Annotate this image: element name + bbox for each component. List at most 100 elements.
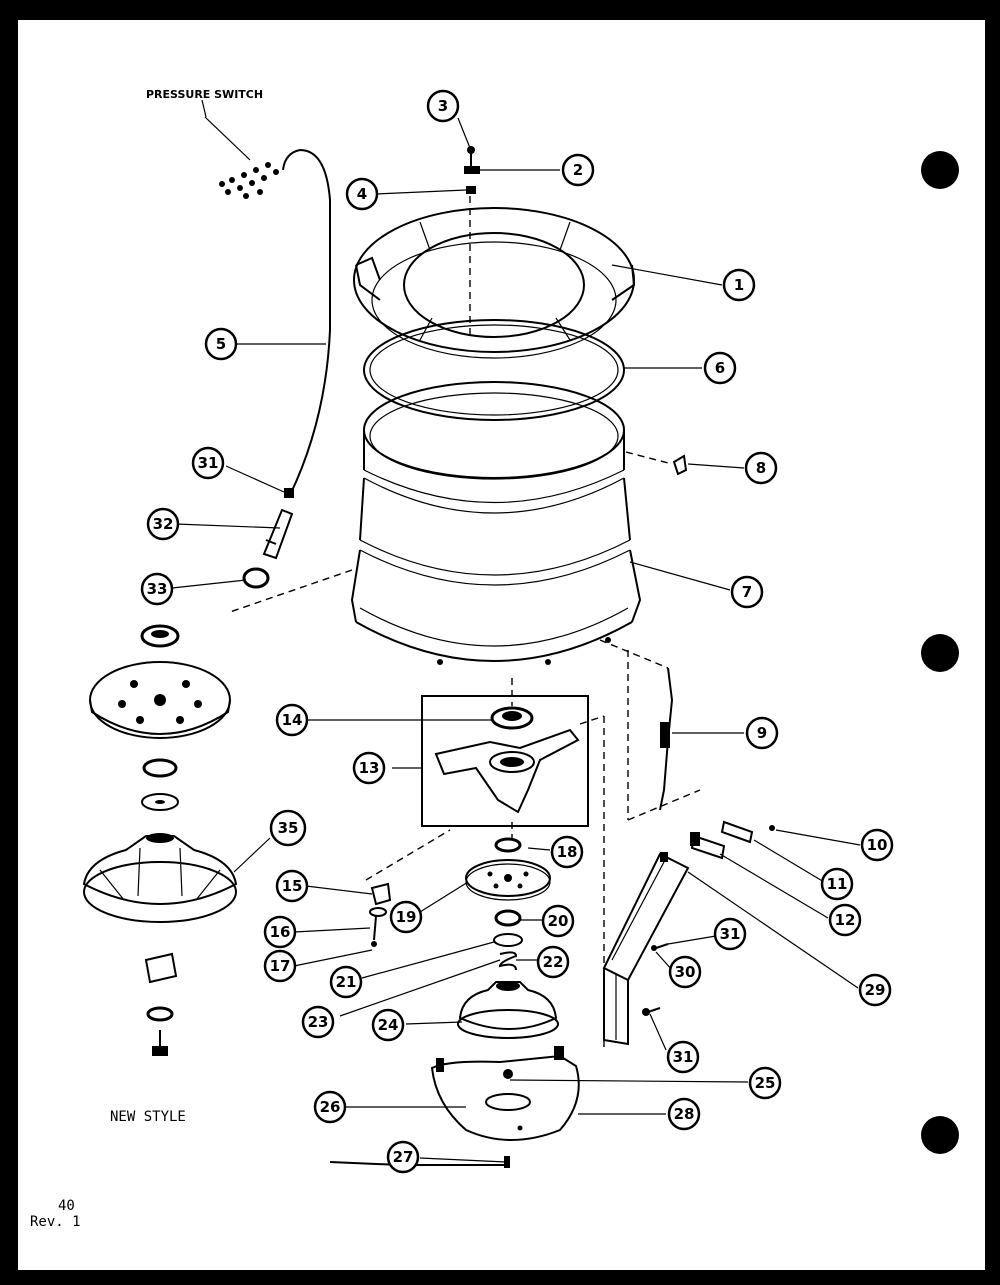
svg-text:4: 4: [357, 185, 367, 203]
tub-ring: [353, 207, 636, 359]
callout-5[interactable]: 5: [204, 327, 238, 361]
svg-text:7: 7: [742, 583, 752, 601]
callout-35[interactable]: 35: [269, 809, 307, 847]
svg-text:9: 9: [757, 724, 767, 742]
svg-text:5: 5: [216, 335, 226, 353]
svg-text:2: 2: [573, 161, 583, 179]
svg-text:26: 26: [320, 1098, 341, 1116]
callout-15[interactable]: 15: [275, 869, 309, 903]
callout-21[interactable]: 21: [329, 965, 363, 999]
svg-text:14: 14: [282, 711, 303, 729]
svg-text:3: 3: [438, 97, 448, 115]
svg-text:19: 19: [396, 908, 417, 926]
leader-lines: [171, 99, 861, 1163]
callout-24[interactable]: 24: [371, 1008, 405, 1042]
callout-19[interactable]: 19: [389, 900, 423, 934]
binder-holes: [921, 151, 959, 1154]
binder-hole-top: [921, 151, 959, 189]
svg-text:10: 10: [867, 836, 888, 854]
callout-7[interactable]: 7: [730, 575, 764, 609]
grommet: [242, 567, 270, 589]
svg-text:18: 18: [557, 843, 578, 861]
new-style-parts: [82, 624, 238, 1056]
callout-10[interactable]: 10: [860, 828, 894, 862]
svg-text:35: 35: [278, 819, 299, 837]
top-hardware: [464, 146, 480, 194]
callout-33[interactable]: 32: [146, 507, 180, 541]
callouts: 3 2 4 1 5 6 8 31 32 33 7 14 9 13 35 10 1…: [140, 89, 894, 1174]
svg-text:22: 22: [543, 953, 564, 971]
svg-text:15: 15: [282, 877, 303, 895]
svg-text:24: 24: [378, 1016, 399, 1034]
spring: [498, 951, 518, 971]
callout-22[interactable]: 22: [536, 945, 570, 979]
tub-clip: [672, 454, 688, 476]
callout-25[interactable]: 25: [748, 1066, 782, 1100]
svg-text:17: 17: [270, 957, 291, 975]
hose-clamp: [284, 488, 294, 498]
outer-tub: [350, 381, 642, 665]
svg-text:31: 31: [720, 925, 741, 943]
svg-text:30: 30: [675, 963, 696, 981]
svg-text:31: 31: [198, 454, 219, 472]
pulley: [465, 859, 551, 901]
retaining-ring: [493, 933, 523, 947]
callout-20[interactable]: 20: [541, 904, 575, 938]
callout-23[interactable]: 23: [301, 1005, 335, 1039]
callout-11[interactable]: 11: [820, 867, 854, 901]
revision-label: Rev. 1: [30, 1214, 81, 1230]
callout-30[interactable]: 30: [668, 955, 702, 989]
callout-17[interactable]: 17: [263, 949, 297, 983]
callout-9[interactable]: 9: [745, 716, 779, 750]
svg-text:33: 33: [147, 580, 168, 598]
binder-hole-bottom: [921, 1116, 959, 1154]
tub-seal: [363, 319, 625, 421]
gear-case: [457, 981, 559, 1039]
callout-31-upper[interactable]: 31: [713, 917, 747, 951]
callout-8[interactable]: 8: [744, 451, 778, 485]
callout-28[interactable]: 28: [667, 1097, 701, 1131]
air-dome: [262, 508, 294, 560]
svg-text:28: 28: [674, 1105, 695, 1123]
callout-34[interactable]: 33: [140, 572, 174, 606]
callout-29[interactable]: 29: [858, 973, 892, 1007]
svg-text:12: 12: [835, 911, 856, 929]
callout-1[interactable]: 1: [722, 268, 756, 302]
svg-text:20: 20: [548, 912, 569, 930]
svg-text:8: 8: [756, 459, 766, 477]
svg-text:6: 6: [715, 359, 725, 377]
callout-26[interactable]: 26: [313, 1090, 347, 1124]
callout-4[interactable]: 4: [345, 177, 379, 211]
base-assembly: [430, 1046, 580, 1141]
callout-2[interactable]: 2: [561, 153, 595, 187]
svg-text:23: 23: [308, 1013, 329, 1031]
parts-artwork: [82, 116, 775, 1168]
callout-13[interactable]: 13: [352, 751, 386, 785]
washer: [494, 909, 522, 927]
new-style-label: NEW STYLE: [110, 1109, 186, 1125]
svg-text:29: 29: [865, 981, 886, 999]
callout-32[interactable]: 31: [191, 446, 225, 480]
callout-3[interactable]: 3: [426, 89, 460, 123]
callout-16[interactable]: 16: [263, 915, 297, 949]
callout-27[interactable]: 27: [386, 1140, 420, 1174]
hose-clamp-assembly: [365, 829, 451, 947]
binder-hole-middle: [921, 634, 959, 672]
callout-18[interactable]: 18: [550, 835, 584, 869]
bracket-upper: [720, 820, 754, 844]
mounting-plate-box: [421, 695, 589, 827]
callout-31-lower[interactable]: 31: [666, 1040, 700, 1074]
svg-text:32: 32: [153, 515, 174, 533]
svg-text:1: 1: [734, 276, 744, 294]
page-number: 40: [58, 1198, 75, 1214]
svg-text:31: 31: [673, 1048, 694, 1066]
svg-text:11: 11: [827, 875, 848, 893]
callout-14[interactable]: 14: [275, 703, 309, 737]
svg-text:13: 13: [359, 759, 380, 777]
pressure-hose: [282, 149, 331, 496]
callout-12[interactable]: 12: [828, 903, 862, 937]
pressure-switch-label: PRESSURE SWITCH: [146, 88, 263, 101]
callout-6[interactable]: 6: [703, 351, 737, 385]
suspension-bracket: [602, 852, 690, 1046]
